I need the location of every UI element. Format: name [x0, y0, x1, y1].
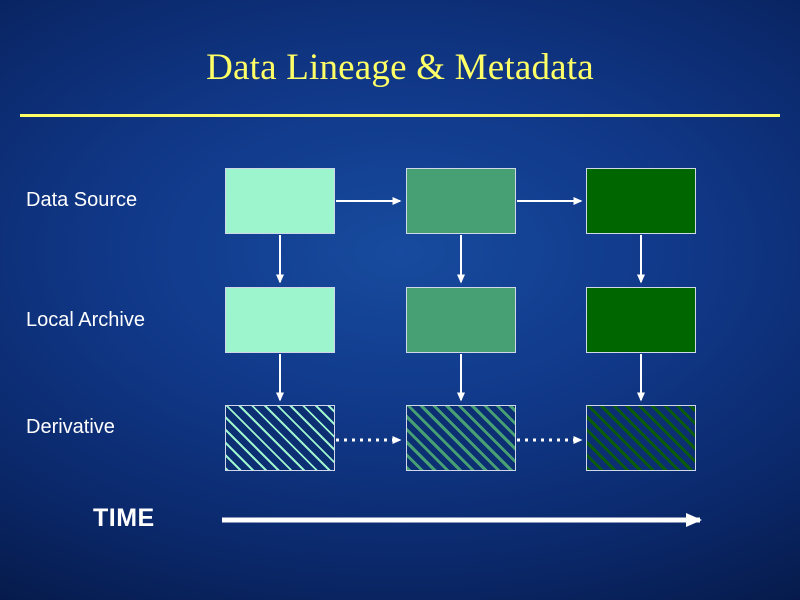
row-label-local-archive: Local Archive — [26, 309, 145, 331]
time-axis-label: TIME — [93, 504, 155, 532]
box-data-source-3 — [586, 168, 696, 234]
title-divider — [20, 114, 780, 117]
row-label-derivative: Derivative — [26, 416, 115, 438]
box-derivative-3 — [586, 405, 696, 471]
box-data-source-1 — [225, 168, 335, 234]
page-title: Data Lineage & Metadata — [206, 47, 594, 88]
row-label-data-source: Data Source — [26, 189, 138, 211]
box-local-archive-2 — [406, 287, 516, 353]
box-local-archive-3 — [586, 287, 696, 353]
box-data-source-2 — [406, 168, 516, 234]
box-local-archive-1 — [225, 287, 335, 353]
box-derivative-2 — [406, 405, 516, 471]
box-derivative-1 — [225, 405, 335, 471]
